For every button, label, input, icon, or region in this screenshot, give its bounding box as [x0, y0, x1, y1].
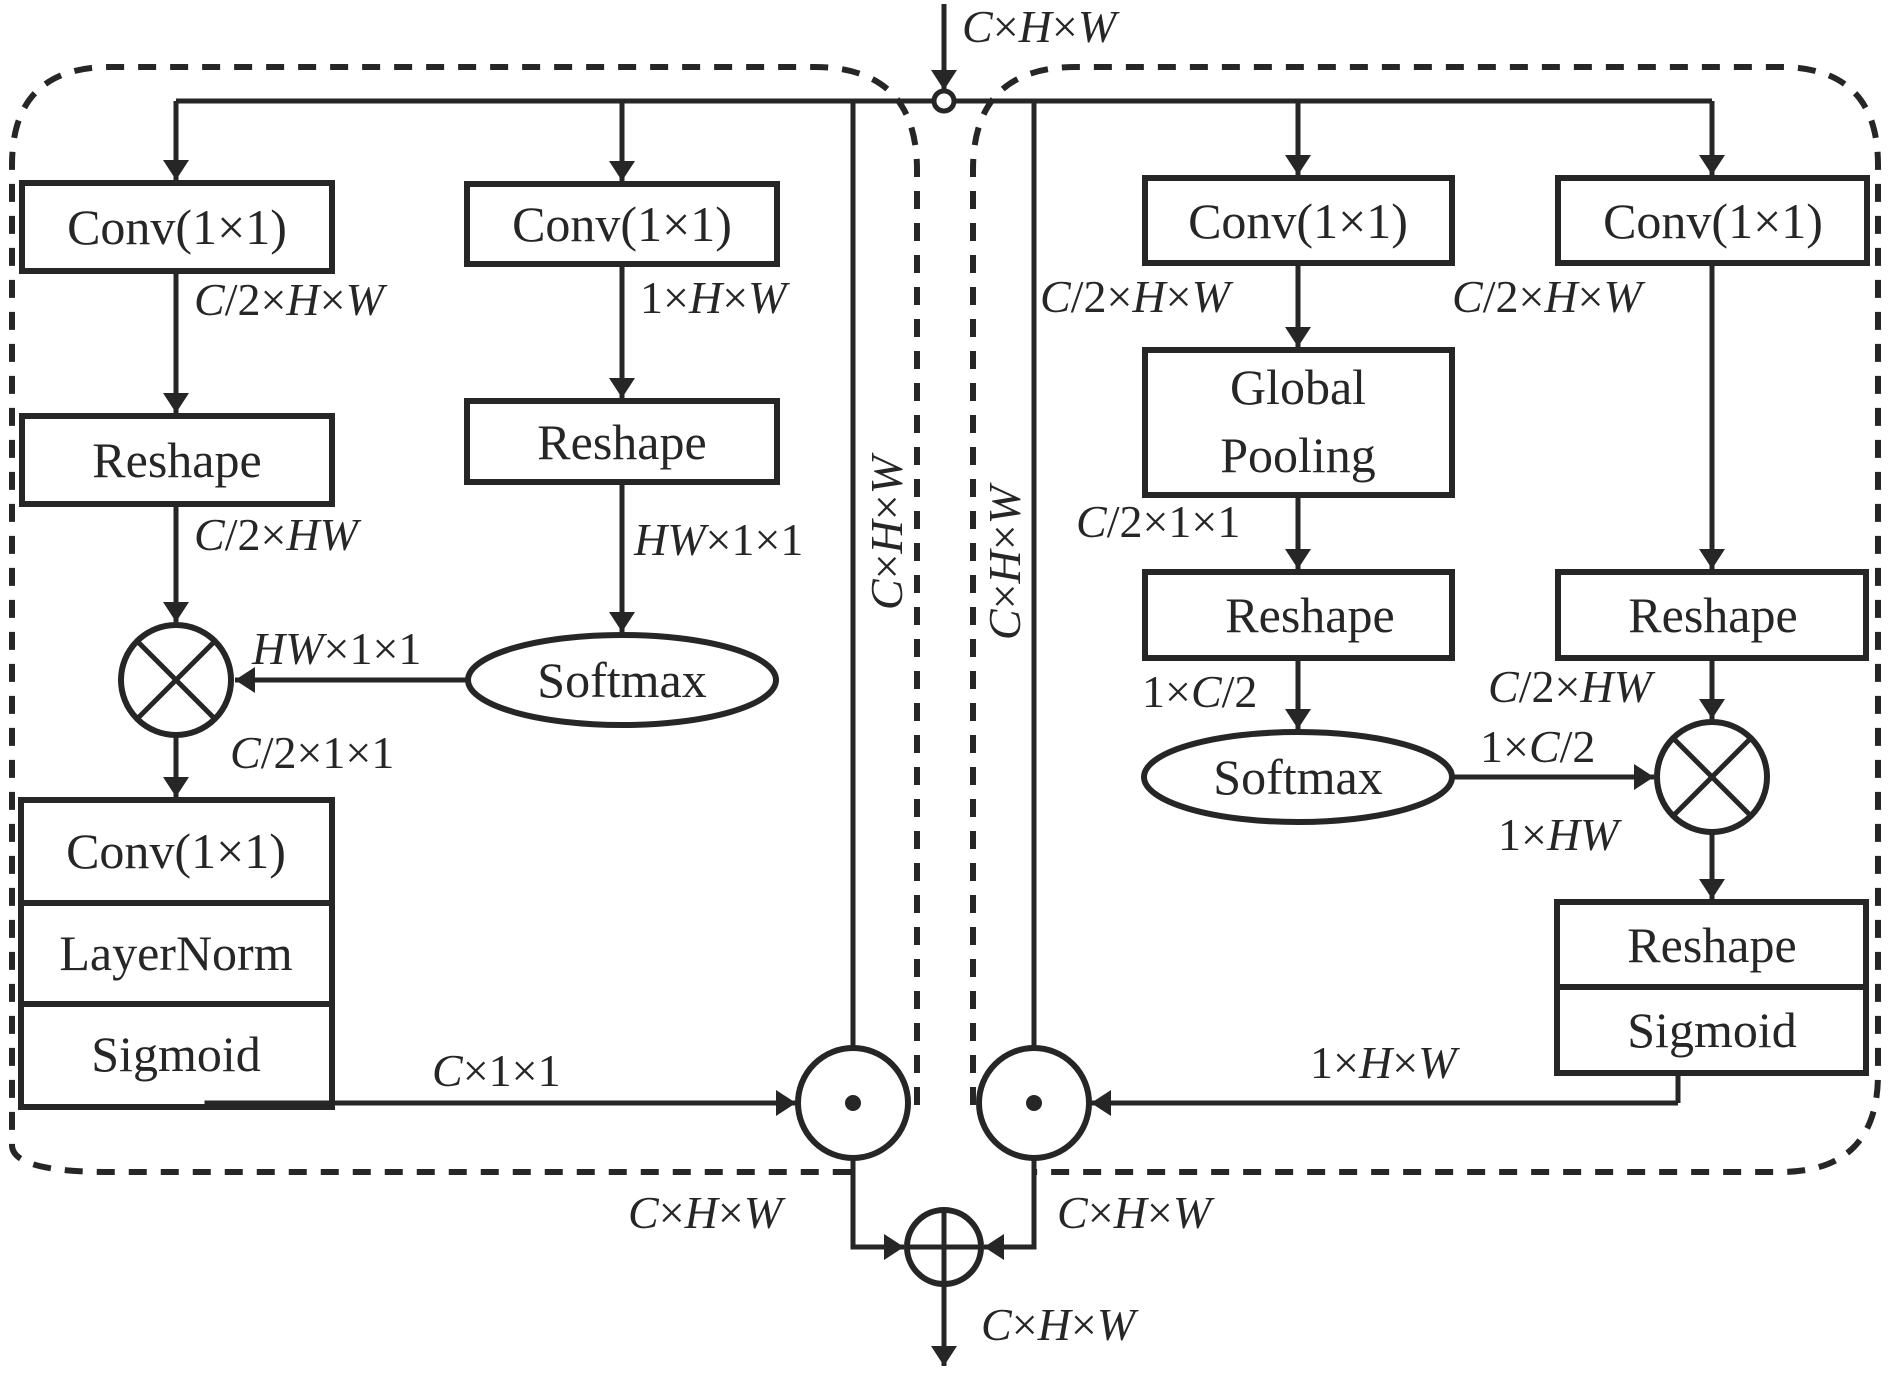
left-odot-icon — [795, 1045, 911, 1161]
left-stack-layernorm: LayerNorm — [59, 925, 292, 981]
left-softmax-out-label: HW×1×1 — [251, 623, 421, 674]
svg-text:Reshape: Reshape — [537, 414, 706, 470]
right-b-conv-out-label: C/2×H×W — [1452, 271, 1646, 322]
output-label: C×H×W — [981, 1299, 1139, 1350]
left-b-conv-out-label: 1×H×W — [640, 272, 790, 323]
svg-text:Softmax: Softmax — [1213, 749, 1382, 805]
left-a-conv-out-label: C/2×H×W — [194, 274, 388, 325]
right-softmax-out-label: 1×C/2 — [1480, 721, 1595, 772]
right-a-conv-out-label: C/2×H×W — [1040, 271, 1234, 322]
svg-text:Reshape: Reshape — [1225, 587, 1394, 643]
svg-text:Reshape: Reshape — [92, 432, 261, 488]
right-b-reshape-block: Reshape — [1555, 569, 1869, 661]
left-product-out-label: C×H×W — [628, 1187, 786, 1238]
left-stack-out-label: C×1×1 — [432, 1045, 561, 1096]
right-product-out-label: C×H×W — [1057, 1187, 1215, 1238]
svg-text:Conv(1×1): Conv(1×1) — [1188, 193, 1408, 249]
left-otimes-icon — [118, 622, 234, 738]
right-softmax-block: Softmax — [1141, 729, 1455, 825]
left-odot-to-oplus-arrow — [850, 1158, 904, 1260]
right-stack-sigmoid: Sigmoid — [1627, 1002, 1796, 1058]
right-module-outline — [970, 64, 1881, 1175]
svg-text:Pooling: Pooling — [1220, 427, 1376, 483]
svg-text:Global: Global — [1230, 359, 1366, 415]
left-b-reshape-block: Reshape — [464, 398, 780, 485]
svg-text:Conv(1×1): Conv(1×1) — [1603, 193, 1823, 249]
right-a-reshape-block: Reshape — [1142, 569, 1455, 661]
left-stack-block: Conv(1×1) LayerNorm Sigmoid — [18, 797, 335, 1110]
right-a-reshape-out-label: 1×C/2 — [1142, 666, 1257, 717]
left-matmul-out-label: C/2×1×1 — [230, 727, 394, 778]
right-skip-label: C×H×W — [979, 482, 1030, 640]
right-b-reshape-out-label: C/2×HW — [1488, 661, 1656, 712]
left-a-conv-block: Conv(1×1) — [19, 180, 335, 274]
right-stack-out-label: 1×H×W — [1310, 1037, 1460, 1088]
left-a-reshape-block: Reshape — [19, 413, 335, 507]
right-otimes-icon — [1654, 719, 1770, 835]
right-a-pool-block: Global Pooling — [1142, 347, 1455, 498]
right-a-pool-out-label: C/2×1×1 — [1076, 496, 1240, 547]
right-b-conv-block: Conv(1×1) — [1555, 175, 1870, 266]
right-a-conv-block: Conv(1×1) — [1142, 175, 1455, 266]
left-b-reshape-out-label: HW×1×1 — [633, 514, 803, 565]
left-b-conv-block: Conv(1×1) — [464, 181, 780, 267]
svg-text:Conv(1×1): Conv(1×1) — [67, 199, 287, 255]
oplus-icon — [904, 1207, 984, 1287]
left-a-reshape-out-label: C/2×HW — [194, 509, 362, 560]
right-odot-icon — [976, 1045, 1092, 1161]
svg-text:Reshape: Reshape — [1628, 587, 1797, 643]
right-odot-to-oplus-arrow — [984, 1158, 1037, 1260]
left-skip-label: C×H×W — [861, 452, 912, 610]
svg-text:Softmax: Softmax — [537, 652, 706, 708]
junction-icon — [931, 88, 957, 114]
left-softmax-block: Softmax — [465, 632, 779, 728]
right-stack-reshape: Reshape — [1627, 917, 1796, 973]
left-stack-conv: Conv(1×1) — [66, 823, 286, 879]
left-stack-sigmoid: Sigmoid — [91, 1026, 260, 1082]
right-stack-block: Reshape Sigmoid — [1554, 899, 1869, 1076]
input-label: C×H×W — [962, 1, 1120, 52]
right-matmul-out-label: 1×HW — [1498, 809, 1622, 860]
svg-text:Conv(1×1): Conv(1×1) — [512, 196, 732, 252]
